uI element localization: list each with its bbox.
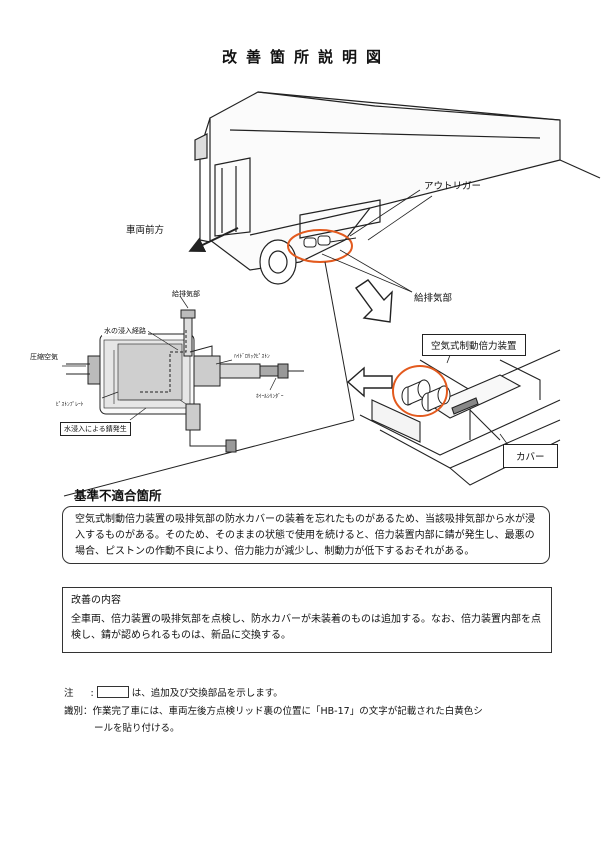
improvement-text: 全車両、倍力装置の吸排気部を点検し、防水カバーが未装着のものは追加する。なお、倍… [71, 614, 541, 641]
note-label: 注 [64, 688, 74, 699]
improvement-box: 改善の内容 全車両、倍力装置の吸排気部を点検し、防水カバーが未装着のものは追加す… [62, 587, 552, 653]
nonconformity-text: 空気式制動倍力装置の吸排気部の防水カバーの装着を忘れたものがあるため、当該吸排気… [75, 514, 535, 557]
water-path-line [140, 330, 187, 393]
label-vehicle-front: 車両前方 [126, 225, 165, 236]
identification-label: 識別： [64, 706, 93, 717]
nonconformity-heading: 基準不適合箇所 [74, 488, 162, 503]
label-piston-plate: ﾋﾟｽﾄﾝﾌﾟﾚｰﾄ [56, 402, 84, 408]
bus-illustration [194, 91, 601, 271]
page-title: 改善箇所説明図 [221, 48, 390, 66]
cross-section-leaders [62, 295, 277, 421]
hollow-arrow-left [346, 366, 393, 398]
hollow-arrow-down [355, 279, 393, 323]
identification-text-2: ールを貼り付ける。 [94, 723, 180, 734]
intake-leader [339, 249, 413, 293]
connector-line [324, 261, 355, 421]
label-booster: 空気式制動倍力装置 [422, 334, 526, 356]
bus-wheel [259, 239, 297, 285]
label-wheel-cylinder: ﾎｲｰﾙｼﾘﾝﾀﾞｰ [256, 394, 284, 400]
label-cover: カバー [503, 444, 558, 468]
identification-text-1: 作業完了車には、車両左後方点検リッド裏の位置に「HB-17」の文字が記載された白… [92, 706, 483, 717]
booster-cylinders [401, 379, 451, 412]
nonconformity-box: 空気式制動倍力装置の吸排気部の防水カバーの装着を忘れたものがあるため、当該吸排気… [62, 506, 550, 564]
improvement-heading: 改善の内容 [71, 595, 121, 606]
label-rust: 水浸入による錆発生 [60, 422, 131, 436]
outrigger-leader [349, 189, 421, 237]
label-outrigger: アウトリガー [424, 181, 482, 192]
label-hydraulic-piston: ﾊｲﾄﾞﾛﾘｯｸﾋﾟｽﾄﾝ [234, 354, 270, 360]
parts-legend-swatch [96, 686, 129, 698]
outrigger-leader-2 [367, 195, 433, 241]
label-intake-exhaust: 給排気部 [414, 293, 453, 304]
bus-booster-small [303, 235, 357, 248]
label-water-path: 水の浸入経路 [102, 326, 148, 336]
vehicle-front-arrow [188, 227, 239, 253]
identification-line-1: 識別：作業完了車には、車両左後方点検リッド裏の位置に「HB-17」の文字が記載さ… [64, 703, 483, 717]
label-intake-exhaust-detail: 給排気部 [172, 290, 200, 298]
intake-leader-2 [321, 253, 413, 293]
label-compressed-air: 圧縮空気 [30, 353, 58, 361]
booster-cross-section [66, 309, 304, 453]
note-line: 注 :は、追加及び交換部品を示します。 [64, 686, 283, 699]
bus-highlight-ellipse [287, 229, 353, 263]
note-text: は、追加及び交換部品を示します。 [131, 688, 283, 699]
detail-highlight-ellipse [392, 365, 448, 417]
